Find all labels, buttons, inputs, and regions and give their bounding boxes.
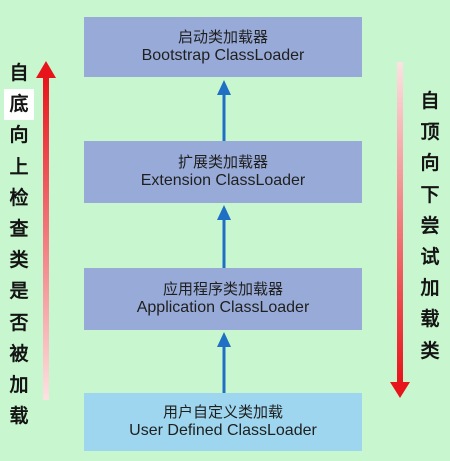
connector-application-to-extension <box>217 205 231 268</box>
bootstrap-en-label: Bootstrap ClassLoader <box>141 47 305 65</box>
right-char: 向 <box>420 152 440 175</box>
bootstrap-classloader-box: 启动类加载器 Bootstrap ClassLoader <box>84 17 362 77</box>
left-char: 上 <box>9 155 29 178</box>
left-char: 否 <box>9 311 29 334</box>
right-char: 尝 <box>420 214 440 237</box>
left-up-arrow <box>36 61 56 400</box>
right-char: 载 <box>420 308 440 331</box>
right-down-arrow <box>390 62 410 398</box>
left-char: 查 <box>9 217 29 240</box>
right-vertical-label: 自 顶 向 下 尝 试 加 载 类 <box>415 86 445 367</box>
extension-classloader-box: 扩展类加载器 Extension ClassLoader <box>84 141 362 203</box>
right-char: 顶 <box>420 121 440 144</box>
left-char: 向 <box>9 124 29 147</box>
user-defined-cn-label: 用户自定义类加载 <box>162 402 283 421</box>
right-char: 加 <box>420 277 440 300</box>
right-char: 下 <box>420 183 440 206</box>
left-char: 加 <box>9 373 29 396</box>
left-vertical-label: 自 底 向 上 检 查 类 是 否 被 加 载 <box>4 58 34 432</box>
connector-user-to-application <box>217 332 231 393</box>
user-defined-classloader-box: 用户自定义类加载 User Defined ClassLoader <box>84 393 362 451</box>
connector-extension-to-bootstrap <box>217 80 231 141</box>
left-char: 检 <box>9 186 29 209</box>
right-char: 试 <box>420 245 440 268</box>
left-char: 是 <box>9 280 29 303</box>
user-defined-en-label: User Defined ClassLoader <box>129 422 317 440</box>
application-cn-label: 应用程序类加载器 <box>162 279 283 298</box>
extension-cn-label: 扩展类加载器 <box>177 152 268 171</box>
right-char: 自 <box>420 90 440 112</box>
right-char: 类 <box>420 339 440 362</box>
extension-en-label: Extension ClassLoader <box>140 172 306 190</box>
application-classloader-box: 应用程序类加载器 Application ClassLoader <box>84 268 362 330</box>
left-char: 载 <box>9 405 29 428</box>
left-char: 底 <box>4 89 34 121</box>
left-char: 类 <box>9 249 29 272</box>
left-char: 被 <box>9 342 29 365</box>
left-char: 自 <box>9 62 29 84</box>
bootstrap-cn-label: 启动类加载器 <box>177 27 268 46</box>
application-en-label: Application ClassLoader <box>136 299 310 317</box>
